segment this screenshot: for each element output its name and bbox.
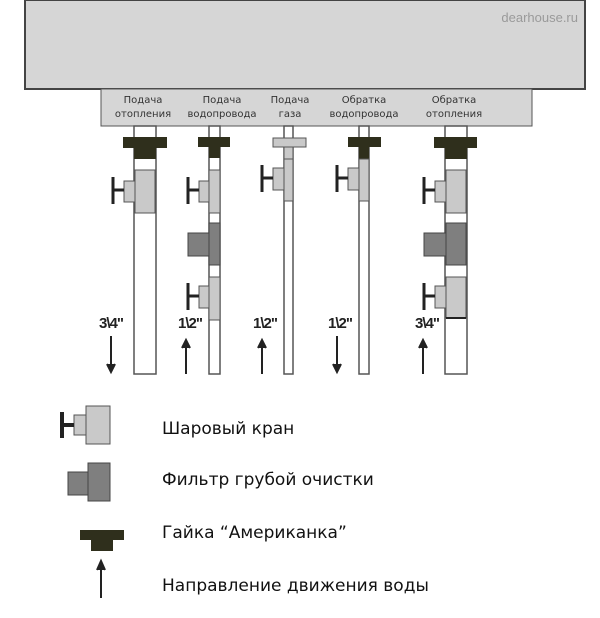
pipe-1-label-line1: Подача xyxy=(124,95,163,106)
pipe-heating-supply: 3\4" xyxy=(99,125,167,375)
arrow-up-icon xyxy=(418,337,428,374)
nut-icon xyxy=(434,137,477,148)
ball-valve-stem xyxy=(434,180,447,203)
ball-valve-body xyxy=(358,158,370,202)
pipe-water-supply: 1\2" xyxy=(178,125,230,375)
nut-stem xyxy=(445,148,467,159)
nut-stem xyxy=(359,147,369,159)
ball-valve-stem xyxy=(123,180,136,203)
watermark: dearhouse.ru xyxy=(501,10,578,25)
ball-valve-stem xyxy=(272,167,285,191)
valve-handle-icon xyxy=(186,177,199,204)
pipe-heating-return: 3\4" xyxy=(415,125,477,375)
ball-valve-stem xyxy=(434,285,447,309)
boiler-body xyxy=(24,0,586,90)
valve-edge xyxy=(446,317,466,319)
ball-valve-stem xyxy=(347,167,360,191)
legend-flow-label: Направление движения воды xyxy=(162,576,429,596)
arrow-down-icon xyxy=(106,336,116,375)
ball-valve-body xyxy=(208,169,221,214)
pipe-5-label-line2: отопления xyxy=(426,109,482,120)
legend-ball-valve-label: Шаровый кран xyxy=(162,419,294,439)
nut-icon xyxy=(348,137,381,147)
valve-handle-icon xyxy=(111,177,124,204)
nut-stem xyxy=(91,540,113,551)
ball-valve-body xyxy=(134,169,156,214)
legend-nut: Гайка “Американка” xyxy=(80,523,347,551)
ball-valve-body xyxy=(445,276,467,319)
filter-body xyxy=(208,222,221,266)
pipe-3-label-line1: Подача xyxy=(271,95,310,106)
pipe-2-label-line1: Подача xyxy=(203,95,242,106)
nut-icon xyxy=(123,137,167,148)
ball-valve-icon xyxy=(85,405,111,445)
pipe-gas-supply: 1\2" xyxy=(253,125,307,375)
pipe xyxy=(283,125,294,375)
pipe-5-size: 3\4" xyxy=(415,315,440,332)
pipe-3-size: 1\2" xyxy=(253,315,278,332)
arrow-up-icon xyxy=(257,337,267,374)
connection-label-strip xyxy=(100,88,533,127)
valve-handle-icon xyxy=(335,165,348,192)
pipe-2-size: 1\2" xyxy=(178,315,203,332)
legend-nut-label: Гайка “Американка” xyxy=(162,523,347,543)
pipe-4-size: 1\2" xyxy=(328,315,353,332)
valve-handle-icon xyxy=(260,165,273,192)
nut-stem xyxy=(134,148,156,159)
filter-icon xyxy=(423,232,447,257)
arrow-up-icon xyxy=(96,558,106,598)
ball-valve-stem xyxy=(198,285,210,309)
pipe-1-label-line2: отопления xyxy=(115,109,171,120)
filter-icon xyxy=(87,462,111,502)
pipe-1-size: 3\4" xyxy=(99,315,124,332)
pipe-water-return: 1\2" xyxy=(328,125,381,375)
nut-stem xyxy=(283,146,294,160)
gas-nut-icon xyxy=(272,137,307,148)
nut-stem xyxy=(209,147,220,158)
legend-ball-valve: Шаровый кран xyxy=(60,405,294,445)
arrow-up-icon xyxy=(181,337,191,374)
valve-handle-icon xyxy=(60,412,74,438)
nut-icon xyxy=(80,530,124,540)
nut-icon xyxy=(198,137,230,147)
filter-icon xyxy=(187,232,210,257)
legend-filter-label: Фильтр грубой очистки xyxy=(162,470,374,490)
pipe-2-label-line2: водопровода xyxy=(187,109,256,120)
pipe xyxy=(358,125,370,375)
pipe-4-label-line2: водопровода xyxy=(329,109,398,120)
legend-filter: Фильтр грубой очистки xyxy=(67,462,374,502)
arrow-down-icon xyxy=(332,336,342,375)
legend: Шаровый кран Фильтр грубой очистки Гайка… xyxy=(60,405,429,598)
pipe-5-label-line1: Обратка xyxy=(432,95,477,106)
ball-valve-stem xyxy=(73,414,87,436)
ball-valve-body xyxy=(283,158,294,202)
ball-valve-body xyxy=(208,276,221,321)
filter-body xyxy=(445,222,467,266)
valve-handle-icon xyxy=(422,283,435,310)
valve-handle-icon xyxy=(422,177,435,204)
legend-flow: Направление движения воды xyxy=(96,558,429,598)
filter-side xyxy=(67,471,89,496)
valve-handle-icon xyxy=(186,283,199,310)
pipe xyxy=(133,125,157,375)
pipe-3-label-line2: газа xyxy=(279,109,302,120)
pipe-4-label-line1: Обратка xyxy=(342,95,387,106)
ball-valve-body xyxy=(445,169,467,214)
ball-valve-stem xyxy=(198,180,210,203)
